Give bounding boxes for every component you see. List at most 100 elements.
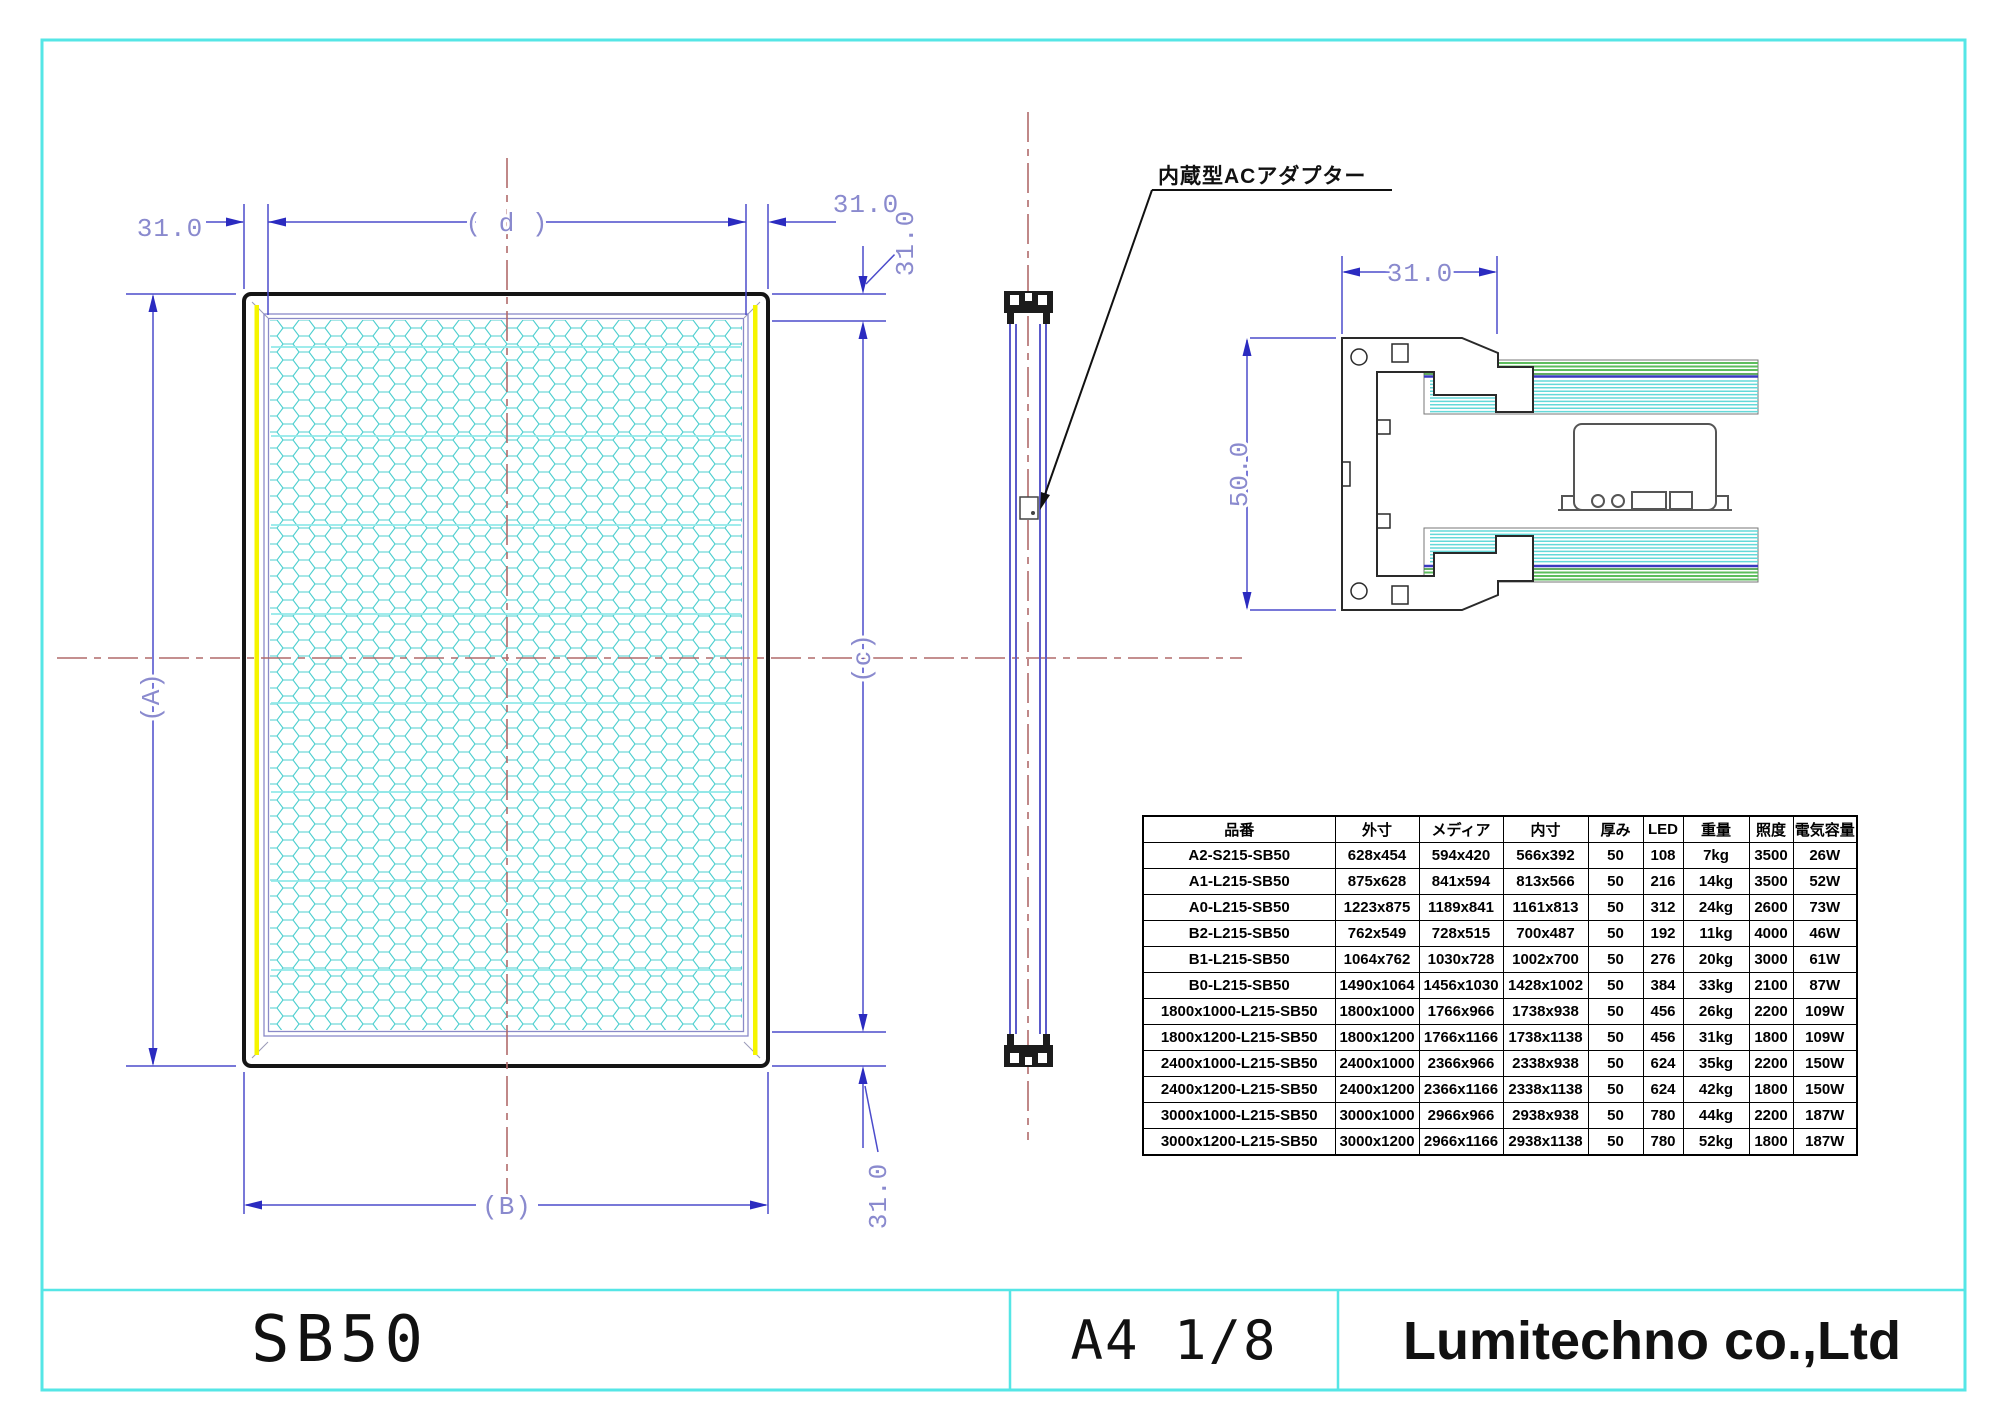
- column-header: 電気容量: [1792, 815, 1858, 843]
- table-cell: 1800: [1748, 1128, 1794, 1156]
- table-cell: 2400x1000-L215-SB50: [1142, 1050, 1336, 1077]
- table-cell: 26kg: [1682, 998, 1750, 1025]
- table-cell: 624: [1642, 1076, 1684, 1103]
- table-cell: 2966x1166: [1418, 1128, 1504, 1156]
- table-cell: B0-L215-SB50: [1142, 972, 1336, 999]
- table-cell: 1738x1138: [1502, 1024, 1589, 1051]
- table-cell: 2938x938: [1502, 1102, 1589, 1129]
- table-cell: 1800x1000-L215-SB50: [1142, 998, 1336, 1025]
- table-cell: 4000: [1748, 920, 1794, 947]
- table-cell: 50: [1587, 868, 1644, 895]
- column-header: 内寸: [1502, 815, 1589, 843]
- callout-label: 内蔵型ACアダプター: [1158, 165, 1367, 188]
- table-cell: 73W: [1792, 894, 1858, 921]
- section-view: [1341, 337, 1759, 611]
- table-cell: 109W: [1792, 1024, 1858, 1051]
- dimension-arrows: [148, 217, 1497, 1210]
- side-view-top-cap: [1004, 291, 1053, 324]
- table-cell: B1-L215-SB50: [1142, 946, 1336, 973]
- table-cell: 813x566: [1502, 868, 1589, 895]
- section-ac-adapter: [1558, 423, 1732, 511]
- table-cell: 50: [1587, 920, 1644, 947]
- table-cell: 2366x1166: [1418, 1076, 1504, 1103]
- dimensions: 31.0 ( d ) 31.0 31.0 (A) (c) (B) 31.0 31…: [126, 187, 1498, 1232]
- dim-margin-bottom-rotated: 31.0: [864, 1163, 894, 1229]
- table-cell: 50: [1587, 1128, 1644, 1156]
- table-cell: 594x420: [1418, 842, 1504, 869]
- table-cell: 20kg: [1682, 946, 1750, 973]
- leader-arrowhead: [1040, 492, 1050, 510]
- table-cell: 566x392: [1502, 842, 1589, 869]
- table-cell: 50: [1587, 842, 1644, 869]
- table-cell: 187W: [1792, 1102, 1858, 1129]
- table-cell: 2200: [1748, 1050, 1794, 1077]
- table-cell: 50: [1587, 1076, 1644, 1103]
- column-header: 照度: [1748, 815, 1794, 843]
- honeycomb-panel: [270, 320, 742, 1030]
- table-cell: 1800: [1748, 1076, 1794, 1103]
- table-cell: 50: [1587, 1050, 1644, 1077]
- side-view: [1004, 291, 1053, 1067]
- table-cell: 3000: [1748, 946, 1794, 973]
- dim-overall-height: (A): [137, 672, 167, 722]
- table-cell: 1490x1064: [1334, 972, 1420, 999]
- table-cell: 108: [1642, 842, 1684, 869]
- table-cell: 50: [1587, 1024, 1644, 1051]
- table-cell: 1030x728: [1418, 946, 1504, 973]
- table-cell: 50: [1587, 894, 1644, 921]
- table-cell: 50: [1587, 946, 1644, 973]
- table-cell: 780: [1642, 1128, 1684, 1156]
- table-cell: 780: [1642, 1102, 1684, 1129]
- table-cell: 2400x1000: [1334, 1050, 1420, 1077]
- table-cell: 42kg: [1682, 1076, 1750, 1103]
- table-cell: 3000x1000: [1334, 1102, 1420, 1129]
- table-cell: 109W: [1792, 998, 1858, 1025]
- table-cell: 3000x1000-L215-SB50: [1142, 1102, 1336, 1129]
- callout-leader: [1040, 189, 1392, 510]
- table-cell: 456: [1642, 998, 1684, 1025]
- table-cell: 52W: [1792, 868, 1858, 895]
- profile-details: [1342, 343, 1409, 605]
- title-model: SB50: [250, 1303, 430, 1377]
- table-cell: 11kg: [1682, 920, 1750, 947]
- table-cell: 1161x813: [1502, 894, 1589, 921]
- table-cell: 52kg: [1682, 1128, 1750, 1156]
- table-cell: 216: [1642, 868, 1684, 895]
- table-cell: 50: [1587, 972, 1644, 999]
- table-cell: 44kg: [1682, 1102, 1750, 1129]
- table-cell: 2600: [1748, 894, 1794, 921]
- dim-inner-height: (c): [848, 633, 878, 683]
- table-cell: 1428x1002: [1502, 972, 1589, 999]
- dim-margin-right-rotated: 31.0: [891, 210, 921, 276]
- table-cell: 31kg: [1682, 1024, 1750, 1051]
- dim-inner-width: ( d ): [465, 209, 548, 239]
- table-cell: 3000x1200: [1334, 1128, 1420, 1156]
- table-cell: 2338x938: [1502, 1050, 1589, 1077]
- table-cell: 50: [1587, 998, 1644, 1025]
- table-cell: 1766x1166: [1418, 1024, 1504, 1051]
- title-sheet-scale: A4 1/8: [1070, 1309, 1278, 1372]
- column-header: 品番: [1142, 815, 1336, 843]
- column-header: 重量: [1682, 815, 1750, 843]
- table-cell: 1223x875: [1334, 894, 1420, 921]
- table-cell: 841x594: [1418, 868, 1504, 895]
- table-cell: 1738x938: [1502, 998, 1589, 1025]
- column-header: 厚み: [1587, 815, 1644, 843]
- table-cell: 35kg: [1682, 1050, 1750, 1077]
- column-header: LED: [1642, 815, 1684, 843]
- side-view-bottom-cap: [1004, 1034, 1053, 1067]
- table-cell: 1064x762: [1334, 946, 1420, 973]
- table-cell: 1456x1030: [1418, 972, 1504, 999]
- column-header: 外寸: [1334, 815, 1420, 843]
